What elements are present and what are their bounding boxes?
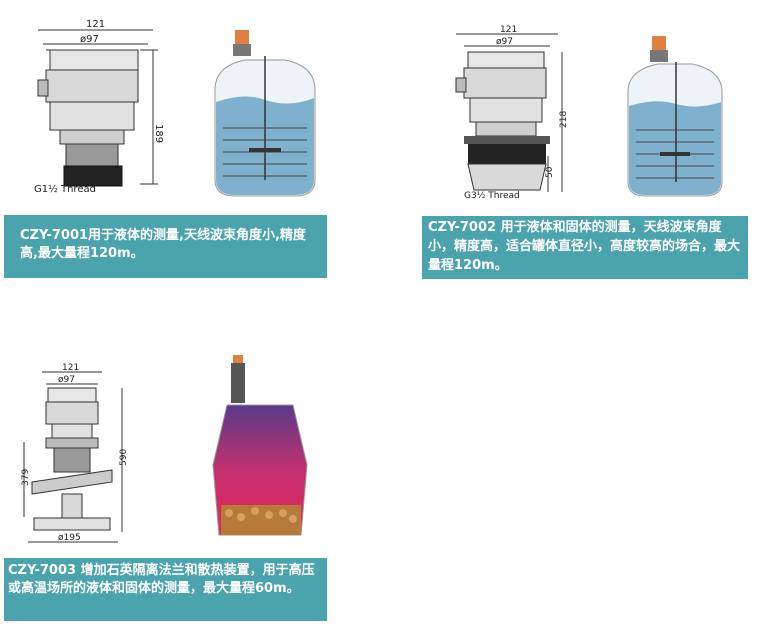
dim-diameter: ø97 [58,375,75,385]
dim-diameter: ø97 [496,37,513,47]
dim-horn-height: 50 [545,166,555,178]
dim-diameter: ø97 [80,34,99,45]
dim-thread: G1½ Thread [34,183,96,195]
product-3-caption: CZY-7003 增加石英隔离法兰和散热装置，用于高压或高温场所的液体和固体的测… [4,558,327,621]
product-1-tank-illustration [214,30,316,197]
product-3-caption-text: CZY-7003 增加石英隔离法兰和散热装置，用于高压或高温场所的液体和固体的测… [8,563,315,596]
dim-width: 121 [86,19,105,30]
product-2-caption-text: CZY-7002 用于液体和固体的测量，天线波束角度小，精度高，适合罐体直径小，… [428,220,741,273]
dim-width: 121 [500,25,517,35]
dim-thread: G3½ Thread [464,191,520,200]
dim-height: 590 [119,449,129,466]
dim-flange: ø195 [58,533,81,543]
dim-height: 218 [559,111,569,128]
product-1-caption-text: CZY-7001用于液体的测量,天线波束角度小,精度高,最大量程120m。 [20,228,306,261]
product-1-dimension-drawing: 121 ø97 189 G1½ Thread [34,19,164,195]
dim-height: 189 [153,124,164,143]
product-2-tank-illustration [627,36,723,197]
product-3-furnace-illustration [212,355,308,536]
product-2-caption: CZY-7002 用于液体和固体的测量，天线波束角度小，精度高，适合罐体直径小，… [422,216,748,279]
product-3-dimension-drawing: 121 ø97 590 379 ø195 [21,363,129,543]
product-2-dimension-drawing: 121 ø97 218 50 G3½ Thread [455,25,569,200]
dim-lower-height: 379 [21,469,31,486]
dim-width: 121 [62,363,79,373]
product-1-caption: CZY-7001用于液体的测量,天线波束角度小,精度高,最大量程120m。 [4,215,327,278]
